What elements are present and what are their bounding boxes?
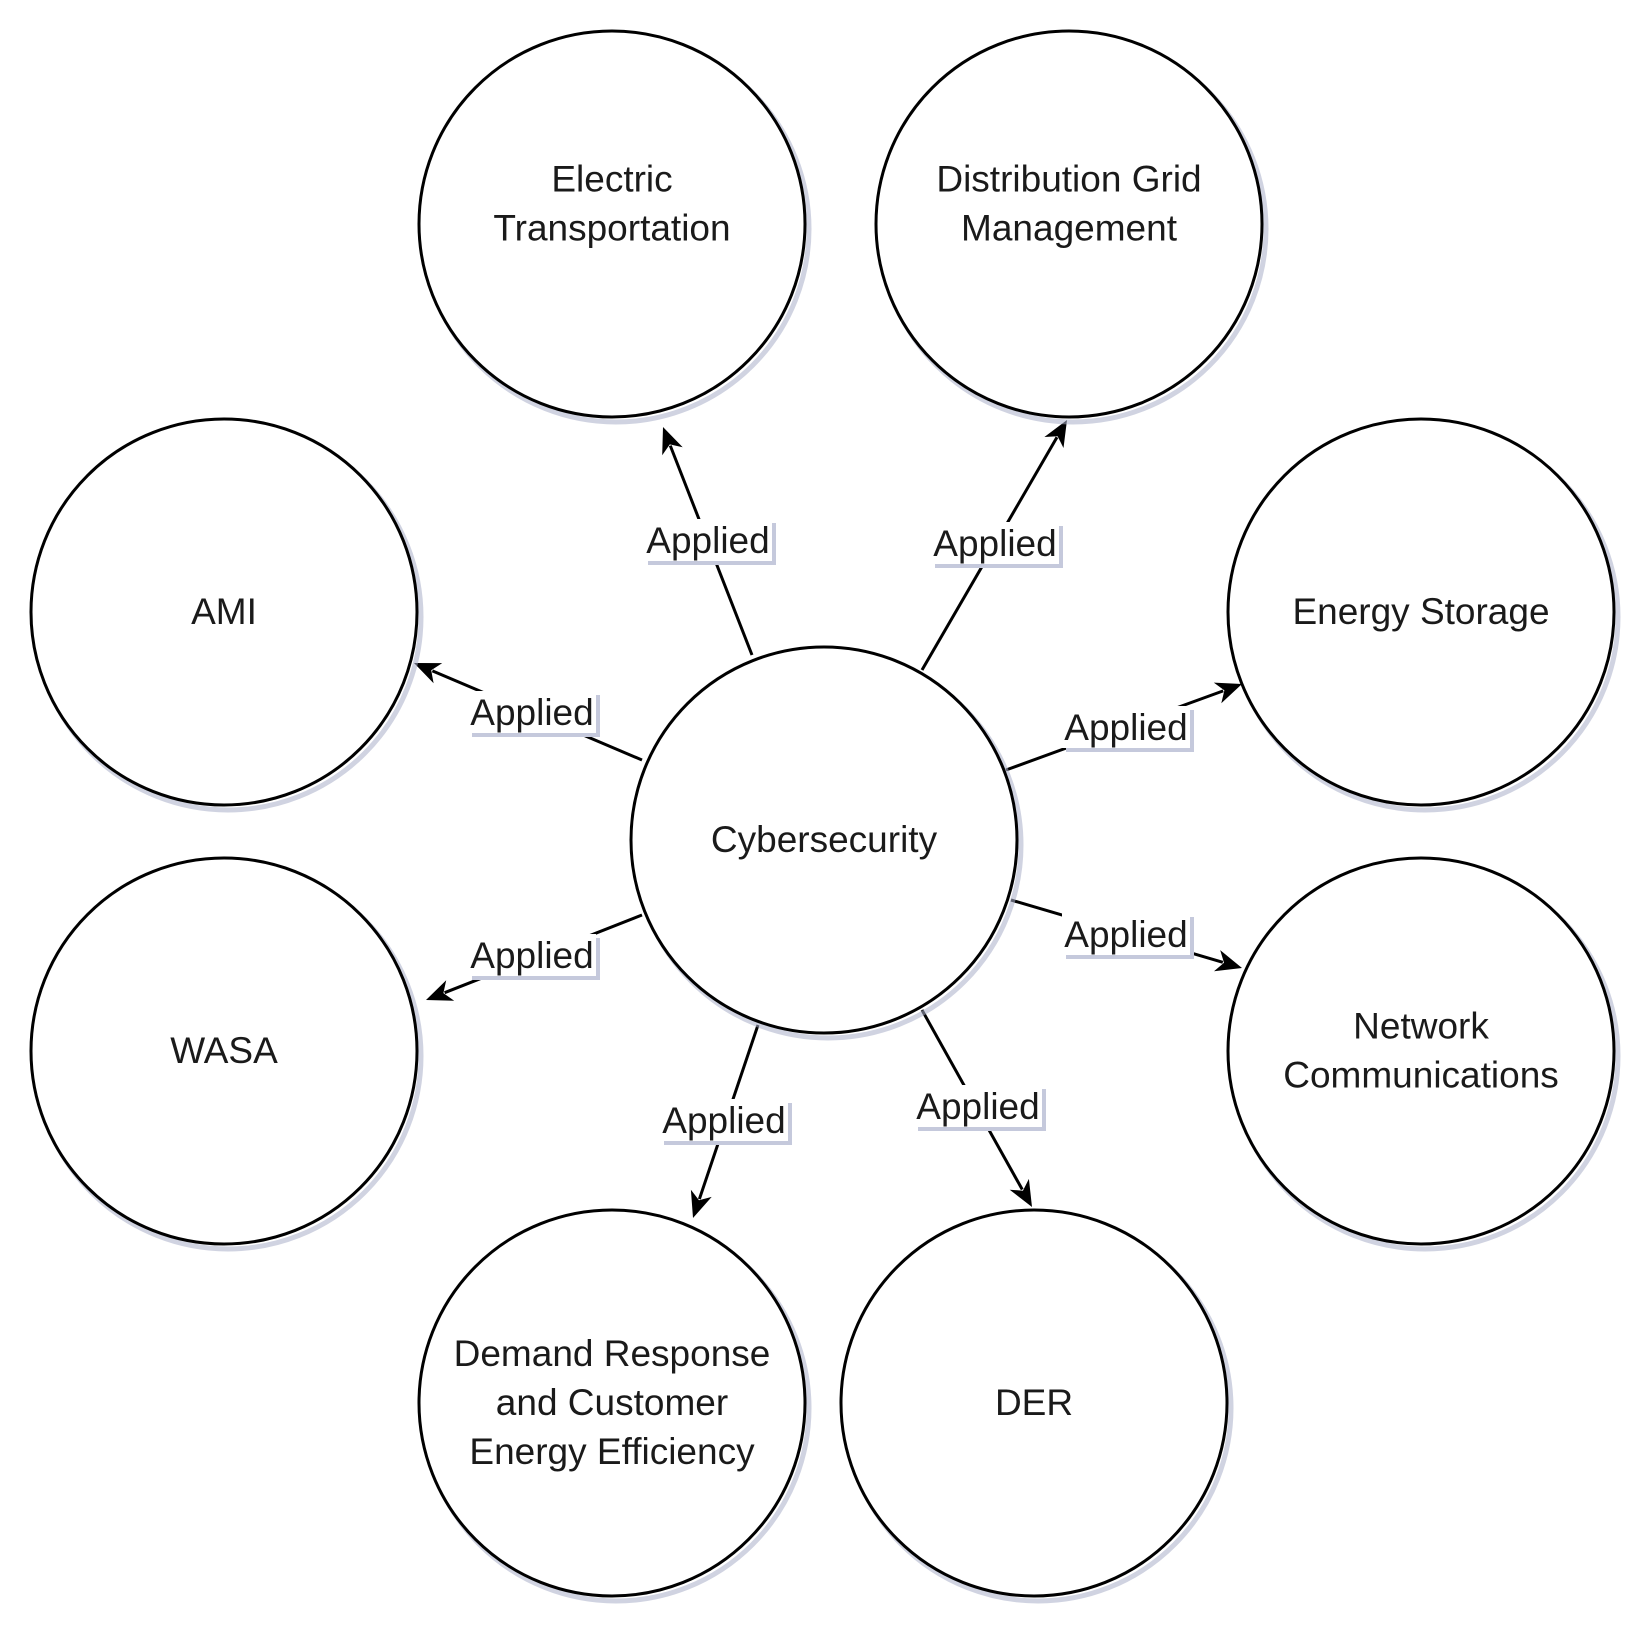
electric-transportation-node-circle: [417, 29, 807, 419]
edge-electric-arrowhead: [662, 427, 683, 456]
edge-label-background: [660, 1099, 788, 1141]
edge-label-background: [644, 519, 772, 561]
wasa-node: WASA: [29, 856, 424, 1252]
edge-distribution-arrowhead: [1044, 420, 1067, 448]
electric-transportation-node-label-line: Electric: [551, 159, 672, 200]
edge-wasa-label: Applied: [468, 934, 600, 980]
edge-network-arrowhead: [1214, 950, 1242, 972]
network-communications-node-label-line: Communications: [1283, 1055, 1559, 1096]
energy-storage-node-label-line: Energy Storage: [1292, 591, 1549, 632]
edge-label-background: [1062, 913, 1190, 955]
edge-ami-label: Applied: [468, 691, 600, 737]
cybersecurity-node: Cybersecurity: [629, 645, 1024, 1041]
edge-label-text: Applied: [470, 935, 593, 976]
edge-label-text: Applied: [646, 520, 769, 561]
edge-electric-label: Applied: [644, 519, 776, 565]
network-communications-node-circle: [1226, 856, 1616, 1246]
demand-response-node-label-line: Demand Response: [454, 1333, 771, 1374]
edge-label-background: [468, 934, 596, 976]
edge-label-background: [931, 522, 1059, 564]
edge-network-label: Applied: [1062, 913, 1194, 959]
edge-label-text: Applied: [470, 692, 593, 733]
edge-wasa-arrowhead: [426, 980, 455, 1001]
edge-label-text: Applied: [1064, 914, 1187, 955]
edge-der-arrowhead: [1009, 1178, 1032, 1207]
edge-label-text: Applied: [1064, 707, 1187, 748]
der-node: DER: [839, 1208, 1234, 1604]
ami-node-label-line: AMI: [191, 591, 257, 632]
demand-response-node-label-line: and Customer: [496, 1382, 728, 1423]
energy-storage-node-circle: [1226, 417, 1616, 807]
edge-demand-arrowhead: [690, 1189, 712, 1218]
demand-response-node-circle: [417, 1208, 807, 1598]
edge-storage-label: Applied: [1062, 706, 1194, 752]
electric-transportation-node-label-line: Transportation: [493, 208, 730, 249]
edge-label-text: Applied: [662, 1100, 785, 1141]
distribution-grid-management-node-label-line: Management: [961, 208, 1178, 249]
ami-node-circle: [29, 417, 419, 807]
energy-storage-node: Energy Storage: [1226, 417, 1621, 813]
edge-distribution-label: Applied: [931, 522, 1063, 568]
edge-label-text: Applied: [933, 523, 1056, 564]
edge-label-background: [1062, 706, 1190, 748]
distribution-grid-management-node-circle: [874, 29, 1264, 419]
edge-storage-arrowhead: [1213, 682, 1242, 704]
wasa-node-circle: [29, 856, 419, 1246]
edge-der-label: Applied: [914, 1085, 1046, 1131]
network-communications-node-label-line: Network: [1353, 1006, 1489, 1047]
der-node-circle: [839, 1208, 1229, 1598]
cybersecurity-node-circle: [629, 645, 1019, 1035]
edge-label-background: [468, 691, 596, 733]
wasa-node-label-line: WASA: [170, 1030, 278, 1071]
edge-ami-arrowhead: [414, 663, 443, 684]
der-node-label-line: DER: [995, 1382, 1073, 1423]
edge-label-background: [914, 1085, 1042, 1127]
cybersecurity-node-label-line: Cybersecurity: [711, 819, 938, 860]
edge-label-text: Applied: [916, 1086, 1039, 1127]
distribution-grid-management-node-label-line: Distribution Grid: [936, 159, 1201, 200]
ami-node: AMI: [29, 417, 424, 813]
edge-demand-label: Applied: [660, 1099, 792, 1145]
nodes-layer: CybersecurityElectricTransportationDistr…: [29, 29, 1621, 1604]
demand-response-node-label-line: Energy Efficiency: [469, 1431, 755, 1472]
